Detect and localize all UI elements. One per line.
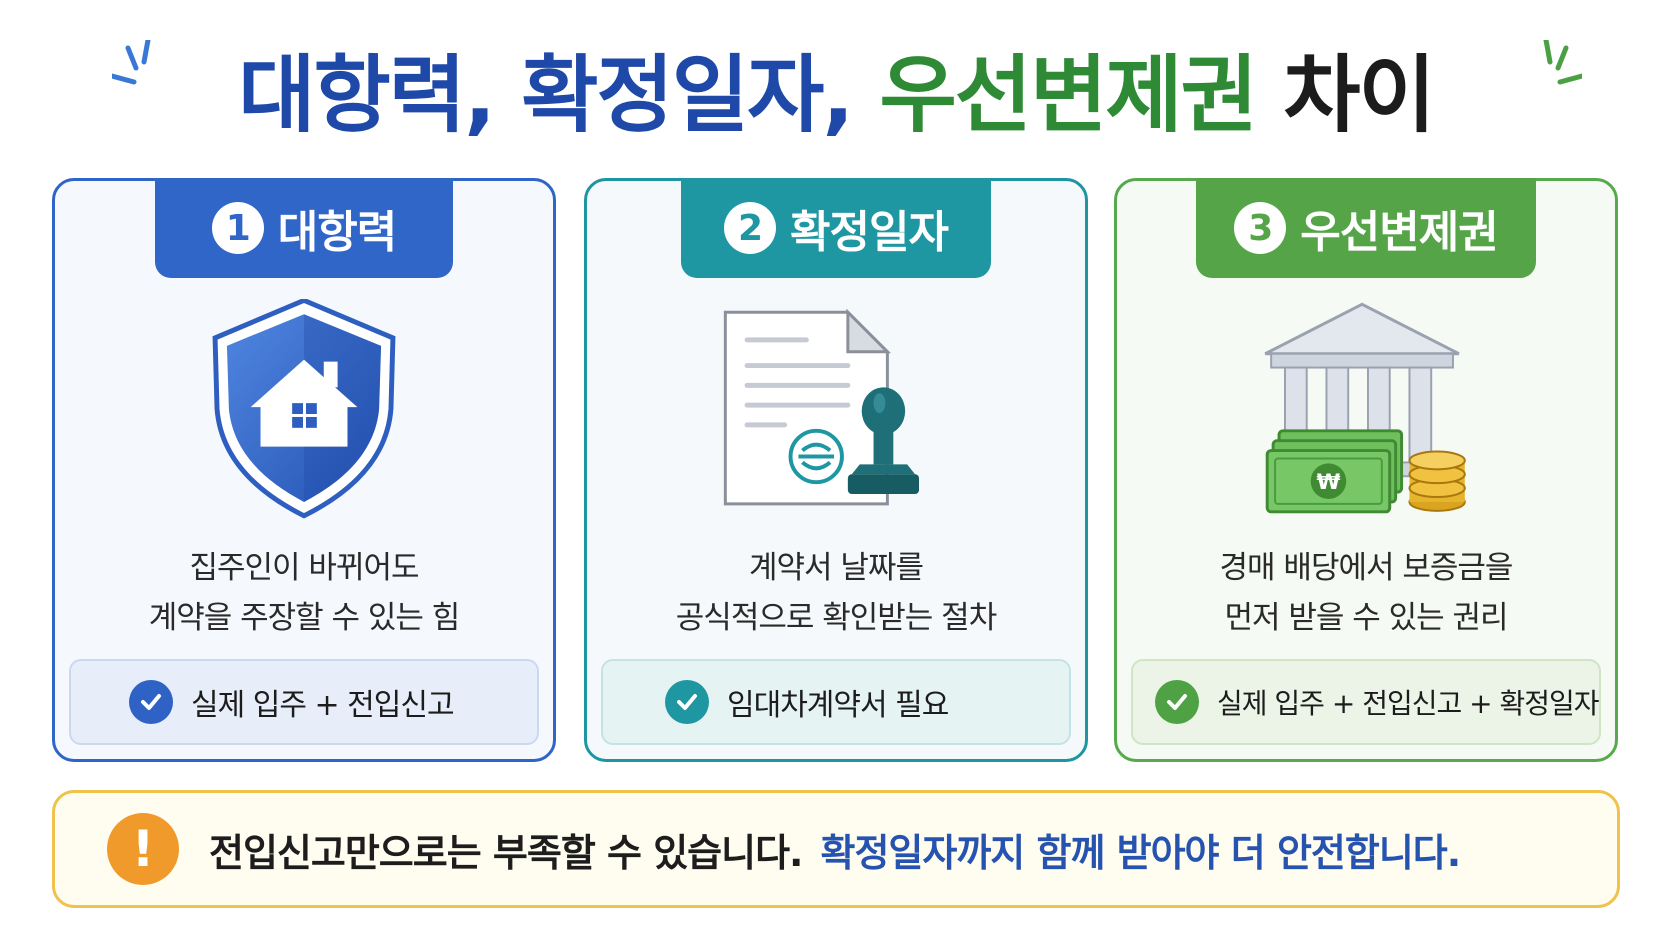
requirement-text: 실제 입주 + 전입신고 [191,688,455,723]
description-line-1: 계약서 날짜를 [749,550,924,586]
description-line-1: 집주인이 바뀌어도 [189,550,419,586]
card-number-badge: 1 [211,202,264,254]
requirement-text: 임대차계약서 필요 [727,688,949,723]
card-description: 집주인이 바뀌어도 계약을 주장할 수 있는 힘 [55,543,553,643]
shield-house-icon [212,299,396,519]
card-daehangryeok: 1 대항력 집주인이 바뀌어도 계약을 주장할 수 있는 힘 실제 입주 + 전… [52,178,556,762]
description-line-2: 공식적으로 확인받는 절차 [675,600,997,636]
title-part-4: 차이 [1283,46,1436,144]
check-icon [129,680,173,724]
card-tab: 2 확정일자 [681,178,991,278]
requirement-box: 실제 입주 + 전입신고 + 확정일자 [1131,659,1601,745]
sparkle-left-icon [112,40,151,85]
warning-highlight-text: 확정일자까지 함께 받아야 더 안전합니다. [820,830,1462,875]
card-description: 경매 배당에서 보증금을 먼저 받을 수 있는 권리 [1117,543,1615,643]
description-line-2: 먼저 받을 수 있는 권리 [1224,600,1508,636]
description-line-1: 경매 배당에서 보증금을 [1219,550,1514,586]
card-hwakjeongilja: 2 확정일자 계약서 날짜를 공식적으로 확인받는 절차 임대차계약서 필요 [584,178,1088,762]
check-icon [665,680,709,724]
document-stamp-icon [723,308,919,506]
card-tab: 1 대항력 [155,178,453,278]
warning-icon: ! [107,813,179,885]
card-title: 확정일자 [790,207,949,258]
card-title: 대항력 [277,207,397,258]
header: 대항력, 확정일자, 우선변제권 차이 [0,40,1672,150]
card-tab: 3 우선변제권 [1196,178,1536,278]
description-line-2: 계약을 주장할 수 있는 힘 [148,600,461,636]
warning-text: 전입신고만으로는 부족할 수 있습니다. [209,830,803,875]
title-part-1: 대항력, [238,46,496,144]
check-icon [1155,680,1199,724]
card-number-badge: 3 [1234,202,1287,254]
bank-money-icon: ₩ [1264,302,1466,514]
requirement-box: 실제 입주 + 전입신고 [69,659,539,745]
title-part-3: 우선변제권 [879,46,1258,144]
requirement-text: 실제 입주 + 전입신고 + 확정일자 [1217,687,1600,720]
requirement-box: 임대차계약서 필요 [601,659,1071,745]
card-title: 우선변제권 [1300,207,1498,258]
warning-banner: ! 전입신고만으로는 부족할 수 있습니다. 확정일자까지 함께 받아야 더 안… [52,790,1620,908]
title-part-2: 확정일자, [521,46,854,144]
currency-symbol: ₩ [1316,470,1340,495]
card-number-badge: 2 [724,202,777,254]
card-description: 계약서 날짜를 공식적으로 확인받는 절차 [587,543,1085,643]
page-title: 대항력, 확정일자, 우선변제권 차이 [0,40,1672,150]
card-usunbyeonjegwon: 3 우선변제권 ₩ 경매 배당에서 보증금을 먼저 받을 수 있는 권리 실제 … [1114,178,1618,762]
sparkle-right-icon [1543,40,1582,85]
